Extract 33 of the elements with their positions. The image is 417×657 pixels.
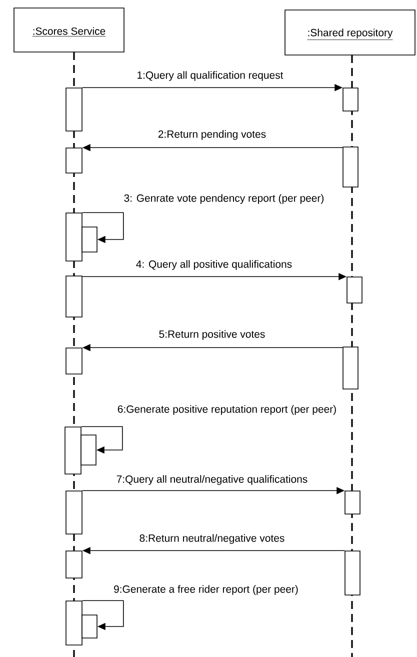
header-text: :Shared repository xyxy=(307,28,393,40)
activation-bar xyxy=(66,600,82,646)
activation-bar xyxy=(342,146,358,188)
message-label: 3: Genrate vote pendency report (per peer) xyxy=(122,193,326,205)
activation-bar xyxy=(66,550,82,578)
message-label: 4: Query all positive qualifications xyxy=(134,259,294,271)
message-label: 6:Generate positive reputation report (per peer) xyxy=(116,404,338,416)
activation-bar xyxy=(80,434,96,466)
self-call-arrow xyxy=(82,212,124,244)
activation-bar xyxy=(82,226,98,252)
message-label: 7:Query all neutral/negative qualifications xyxy=(115,474,309,486)
activation-bar xyxy=(64,426,82,474)
message-label: 5:Return positive votes xyxy=(158,329,266,341)
activation-bar xyxy=(66,88,82,132)
self-call-arrow xyxy=(81,426,123,454)
header-text: :Scores Service xyxy=(32,27,106,36)
activation-bar xyxy=(66,348,82,374)
activation-bar xyxy=(344,550,360,596)
activation-bar xyxy=(346,276,362,304)
lifeline-header xyxy=(284,10,416,56)
message-label: 8:Return neutral/negative votes xyxy=(138,533,286,545)
activation-bar xyxy=(66,276,82,318)
activation-bar xyxy=(342,88,358,112)
message-label: 9:Generate a free rider report (per peer) xyxy=(112,584,300,596)
lifeline-header xyxy=(14,8,124,52)
message-label: 2:Return pending votes xyxy=(156,129,268,141)
activation-bar xyxy=(82,614,98,638)
activation-bar xyxy=(342,346,358,390)
activation-bar xyxy=(66,490,82,534)
activation-bar xyxy=(66,148,82,174)
activation-bar xyxy=(344,490,360,514)
message-label: 1:Query all qualification request xyxy=(136,70,284,82)
self-call-arrow xyxy=(82,600,124,630)
